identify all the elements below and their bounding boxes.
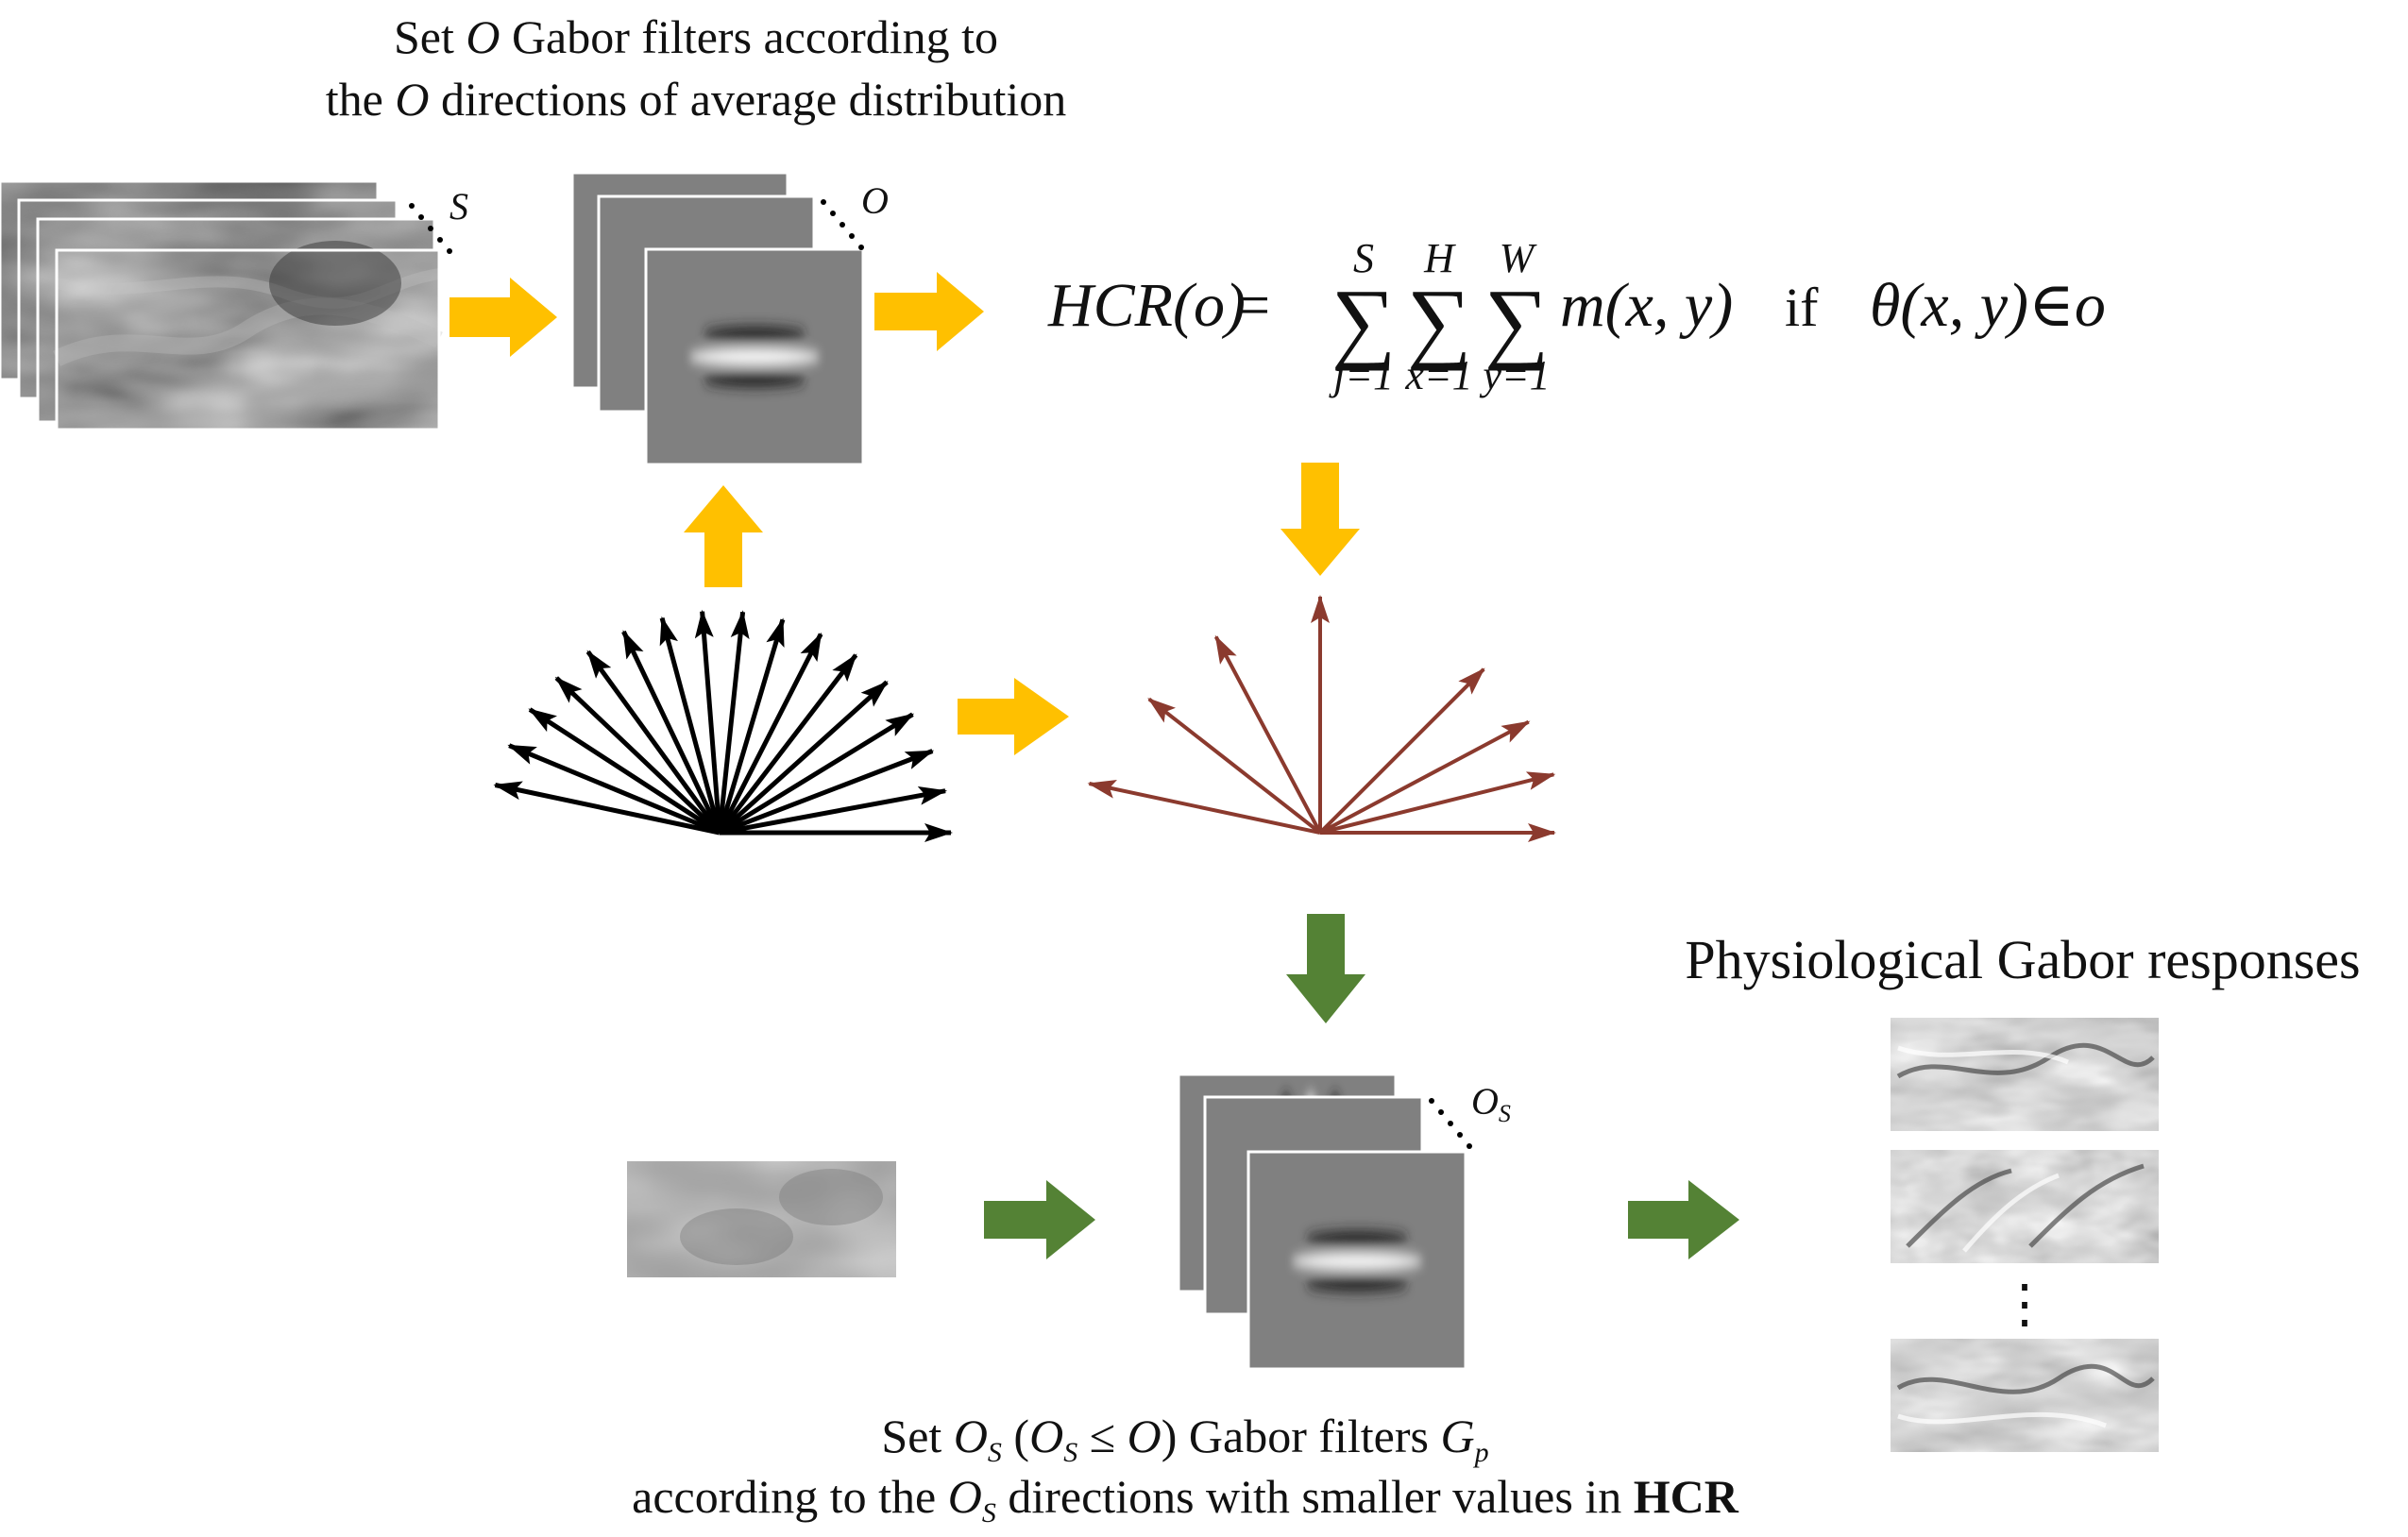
- svg-text:j=1: j=1: [1329, 352, 1394, 398]
- stack-label-s: S: [449, 185, 468, 228]
- right-arrow-icon: [874, 272, 984, 351]
- direction-arrow: [528, 707, 721, 836]
- vein-image-stack: S: [0, 179, 468, 431]
- svg-text:Set OS (OS ≤ O) Gabor filters: Set OS (OS ≤ O) Gabor filters Gp: [881, 1410, 1488, 1468]
- gabor-response-image: [1891, 1018, 2159, 1131]
- direction-arrow: [659, 616, 722, 834]
- direction-fan-selected: [1087, 595, 1556, 842]
- right-arrow-icon: [984, 1180, 1095, 1259]
- direction-arrow: [1319, 771, 1556, 835]
- stack-label-os: OS: [1471, 1080, 1511, 1127]
- svg-text:Set O Gabor filters according: Set O Gabor filters according to: [394, 10, 998, 63]
- ellipsis-icon: ⋮: [1998, 1275, 2051, 1334]
- direction-arrow: [1147, 697, 1322, 835]
- direction-arrow: [694, 609, 722, 834]
- direction-arrow: [1318, 667, 1485, 835]
- input-vein-image: [627, 1161, 896, 1277]
- direction-arrow: [554, 676, 721, 835]
- gabor-response-image: [1891, 1339, 2159, 1452]
- svg-text:H: H: [1423, 235, 1456, 281]
- stack-dots-o: [821, 199, 864, 250]
- direction-arrow: [717, 610, 750, 834]
- vein-image-front: [52, 241, 443, 431]
- direction-arrow: [507, 743, 721, 836]
- gabor-response-image: [1891, 1150, 2159, 1263]
- top-caption: Set O Gabor filters according to the O d…: [326, 10, 1067, 126]
- svg-text:=: =: [1235, 271, 1270, 340]
- direction-arrow: [719, 749, 935, 836]
- direction-arrow: [493, 781, 721, 836]
- svg-text:according to the OS direction: according to the OS directions with smal…: [632, 1470, 1739, 1529]
- direction-arrow: [718, 653, 858, 835]
- sigma-icon: ∑: [1407, 270, 1471, 371]
- direction-arrow: [717, 632, 823, 835]
- right-arrow-icon: [1628, 1180, 1739, 1259]
- stack-dots-os: [1429, 1098, 1472, 1149]
- direction-arrow: [585, 650, 722, 835]
- responses-title: Physiological Gabor responses: [1685, 929, 2360, 990]
- direction-arrow: [718, 680, 889, 835]
- right-arrow-icon: [958, 678, 1069, 755]
- gabor-response-images: ⋮: [1891, 1018, 2159, 1452]
- gabor-filter-stack: O: [570, 171, 889, 466]
- svg-text:the O directions of average di: the O directions of average distribution: [326, 73, 1067, 126]
- svg-text:S: S: [1353, 235, 1374, 281]
- hcr-formula: HCR(o) = S ∑ j=1 H ∑ x=1 W ∑ y=1 m(x, y)…: [1047, 235, 2106, 398]
- bottom-caption: Set OS (OS ≤ O) Gabor filters Gp accordi…: [632, 1410, 1739, 1529]
- sigma-icon: ∑: [1331, 270, 1396, 371]
- sigma-icon: ∑: [1484, 270, 1549, 371]
- svg-text:y=1: y=1: [1479, 352, 1550, 398]
- down-arrow-icon: [1280, 463, 1360, 576]
- down-arrow-icon: [1286, 914, 1365, 1023]
- direction-fan-all: [493, 609, 953, 842]
- svg-text:x=1: x=1: [1404, 352, 1472, 398]
- direction-arrow: [1319, 719, 1531, 835]
- right-arrow-icon: [449, 278, 557, 357]
- direction-arrow: [1213, 634, 1322, 834]
- selected-gabor-filter-stack: OS: [1177, 1073, 1511, 1371]
- direction-arrow: [621, 630, 722, 835]
- direction-arrow: [719, 785, 948, 836]
- stack-dots-s: [409, 203, 452, 254]
- direction-arrow: [717, 617, 786, 834]
- up-arrow-icon: [684, 485, 763, 587]
- svg-text:if: if: [1785, 277, 1819, 338]
- svg-text:m(x, y): m(x, y): [1560, 271, 1733, 340]
- stack-label-o: O: [861, 179, 889, 222]
- svg-text:θ(x, y)∈o: θ(x, y)∈o: [1870, 271, 2106, 340]
- svg-text:HCR(o): HCR(o): [1047, 271, 1246, 340]
- direction-arrow: [718, 712, 915, 836]
- direction-arrow: [1087, 780, 1321, 835]
- svg-text:W: W: [1500, 235, 1537, 281]
